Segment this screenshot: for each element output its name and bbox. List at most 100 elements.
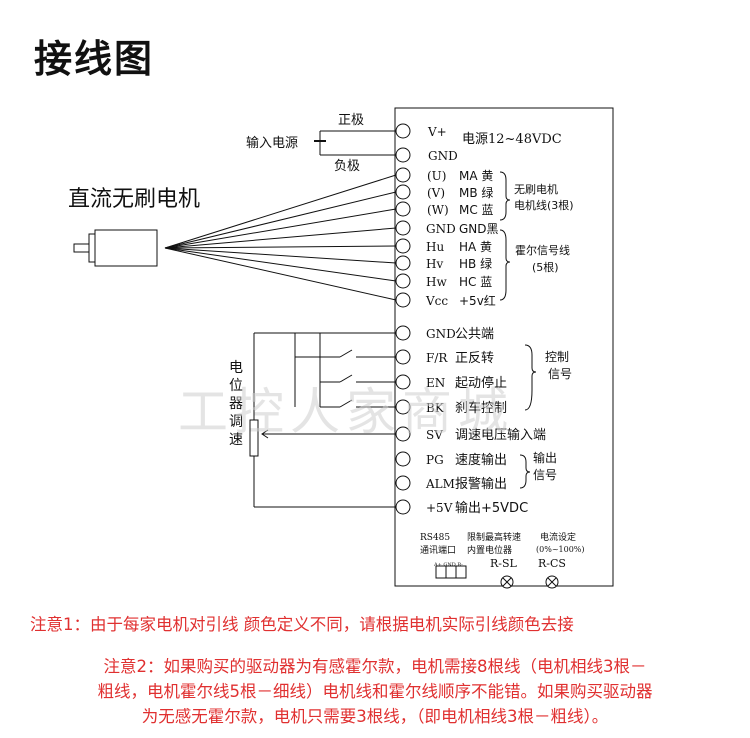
terminal-signal-label: 速度输出 <box>455 452 507 468</box>
rcs-label: R-CS <box>538 557 566 570</box>
terminal-signal-label: HA 黄 <box>459 240 492 254</box>
terminal-signal-label: 刹车控制 <box>455 400 507 416</box>
terminal-pin-label: Vcc <box>425 294 448 308</box>
motor-flange <box>88 233 96 263</box>
terminal-pin-label: GND <box>426 327 456 341</box>
note-2-line-3: 为无感无霍尔款，电机只需要3根线，（即电机相线3根－粗线）。 <box>141 707 609 726</box>
terminal-pin-label: (V) <box>427 186 445 200</box>
control-group-line1: 控制 <box>545 350 569 364</box>
terminal-pin-label: (U) <box>427 169 446 183</box>
terminal-5[interactable] <box>395 220 411 236</box>
terminal-15[interactable] <box>395 451 411 467</box>
rs485-sub-label: 通讯端口 <box>420 544 456 556</box>
terminal-14[interactable] <box>395 426 411 442</box>
terminal-signal-label: MB 绿 <box>459 185 493 200</box>
terminal-17[interactable] <box>395 499 411 515</box>
en-switch <box>339 374 353 383</box>
hall-group-line1: 霍尔信号线 <box>515 243 570 257</box>
terminal-4[interactable] <box>395 201 411 217</box>
motor-lead-wire <box>164 247 397 264</box>
terminal-signal-label: MC 蓝 <box>459 203 494 217</box>
terminal-signal-label: HC 蓝 <box>459 275 492 289</box>
terminal-pin-label: PG <box>426 453 444 467</box>
potentiometer-label-char: 调 <box>229 414 243 430</box>
motor-body <box>94 229 158 267</box>
motor-group-line1: 无刷电机 <box>514 182 558 196</box>
terminal-pin-label: F/R <box>426 351 448 365</box>
terminal-signal-label: GND黑 <box>459 222 499 236</box>
motor-lead-wire <box>164 191 397 249</box>
terminal-pin-label: EN <box>426 376 445 390</box>
terminal-signal-label: MA 黄 <box>459 169 493 183</box>
terminal-9[interactable] <box>395 292 411 308</box>
terminal-8[interactable] <box>395 273 411 289</box>
output-group-line2: 信号 <box>533 468 557 482</box>
limit-speed-sub-label: 内置电位器 <box>467 544 512 556</box>
note-1: 注意1：由于每家电机对引线 颜色定义不同，请根据电机实际引线颜色去接 <box>30 615 574 634</box>
motor-lead-wire <box>164 245 397 249</box>
terminal-signal-label: HB 绿 <box>459 256 492 271</box>
terminal-16[interactable] <box>395 475 411 491</box>
power-input-label: 输入电源 <box>246 135 298 151</box>
rs485-pins-label: A+ GND B- <box>433 562 463 568</box>
terminal-pin-label: GND <box>426 222 456 236</box>
terminal-pin-label: V+ <box>427 125 447 139</box>
terminal-7[interactable] <box>395 255 411 271</box>
motor-shaft <box>73 243 90 253</box>
terminal-pin-label: ALM <box>425 477 455 491</box>
terminal-pin-label: +5V <box>426 501 453 515</box>
hall-group-line2: (5根) <box>532 260 559 274</box>
terminal-6[interactable] <box>395 238 411 254</box>
motor-group-line2: 电机线(3根) <box>514 198 574 212</box>
terminal-3[interactable] <box>395 184 411 200</box>
terminal-signal-label: +5v红 <box>459 293 496 308</box>
current-set-label: 电流设定 <box>540 531 576 543</box>
terminal-0[interactable] <box>395 123 411 139</box>
power-negative-label: 负极 <box>334 159 360 174</box>
limit-speed-label: 限制最高转速 <box>467 531 521 543</box>
terminal-signal-label: 输出+5VDC <box>455 500 528 516</box>
motor-lead-wire <box>164 227 397 249</box>
rs485-label: RS485 <box>420 533 450 543</box>
terminal-pin-label: Hu <box>426 240 444 254</box>
note-2: 注意2：如果购买的驱动器为有感霍尔款，电机需接8根线（电机相线3根－ 粗线，电机… <box>0 654 750 729</box>
rs485-connector <box>435 565 467 579</box>
potentiometer-label-char: 电 <box>229 360 243 376</box>
terminal-11[interactable] <box>395 349 411 365</box>
output-group-bracket <box>519 454 531 489</box>
motor-lead-wires <box>164 174 397 301</box>
motor-lead-wire <box>164 208 397 249</box>
rcs-potentiometer[interactable] <box>545 575 559 589</box>
terminal-12[interactable] <box>395 374 411 390</box>
terminal-circles <box>395 123 411 515</box>
terminal-signal-label: 正反转 <box>455 351 494 366</box>
hall-group-bracket <box>499 229 511 301</box>
sv-arrow <box>261 429 269 439</box>
control-group-bracket <box>524 344 537 411</box>
terminal-signal-label: 报警输出 <box>455 476 507 492</box>
motor-group-bracket <box>499 171 511 221</box>
terminal-10[interactable] <box>395 325 411 341</box>
terminal-1[interactable] <box>395 147 411 163</box>
terminal-pin-label: (W) <box>427 203 449 217</box>
motor-label: 直流无刷电机 <box>68 187 200 212</box>
terminal-13[interactable] <box>395 399 411 415</box>
rsl-potentiometer[interactable] <box>500 575 514 589</box>
control-group-line2: 信号 <box>548 367 572 381</box>
bk-switch <box>339 399 353 408</box>
potentiometer-label-char: 位 <box>229 378 243 394</box>
terminal-pin-label: SV <box>426 428 443 442</box>
page-title: 接线图 <box>34 37 155 81</box>
note-2-line-1: 注意2：如果购买的驱动器为有感霍尔款，电机需接8根线（电机相线3根－ <box>103 657 647 676</box>
terminal-signal-label: 起动停止 <box>455 375 507 391</box>
terminal-signal-label: 公共端 <box>455 327 494 342</box>
terminal-2[interactable] <box>395 167 411 183</box>
motor-lead-wire <box>164 247 397 301</box>
motor-lead-wire <box>164 247 397 282</box>
supply-voltage-label: 电源12~48VDC <box>462 132 562 147</box>
power-positive-label: 正极 <box>338 113 364 128</box>
wiring-diagram: 直流无刷电机 输入电源 正极 负极 电源12~48VDC V+ GND (U) MA … <box>68 107 614 589</box>
note-2-line-2: 粗线，电机霍尔线5根－细线）电机线和霍尔线顺序不能错。如果购买驱动器 <box>97 682 653 701</box>
